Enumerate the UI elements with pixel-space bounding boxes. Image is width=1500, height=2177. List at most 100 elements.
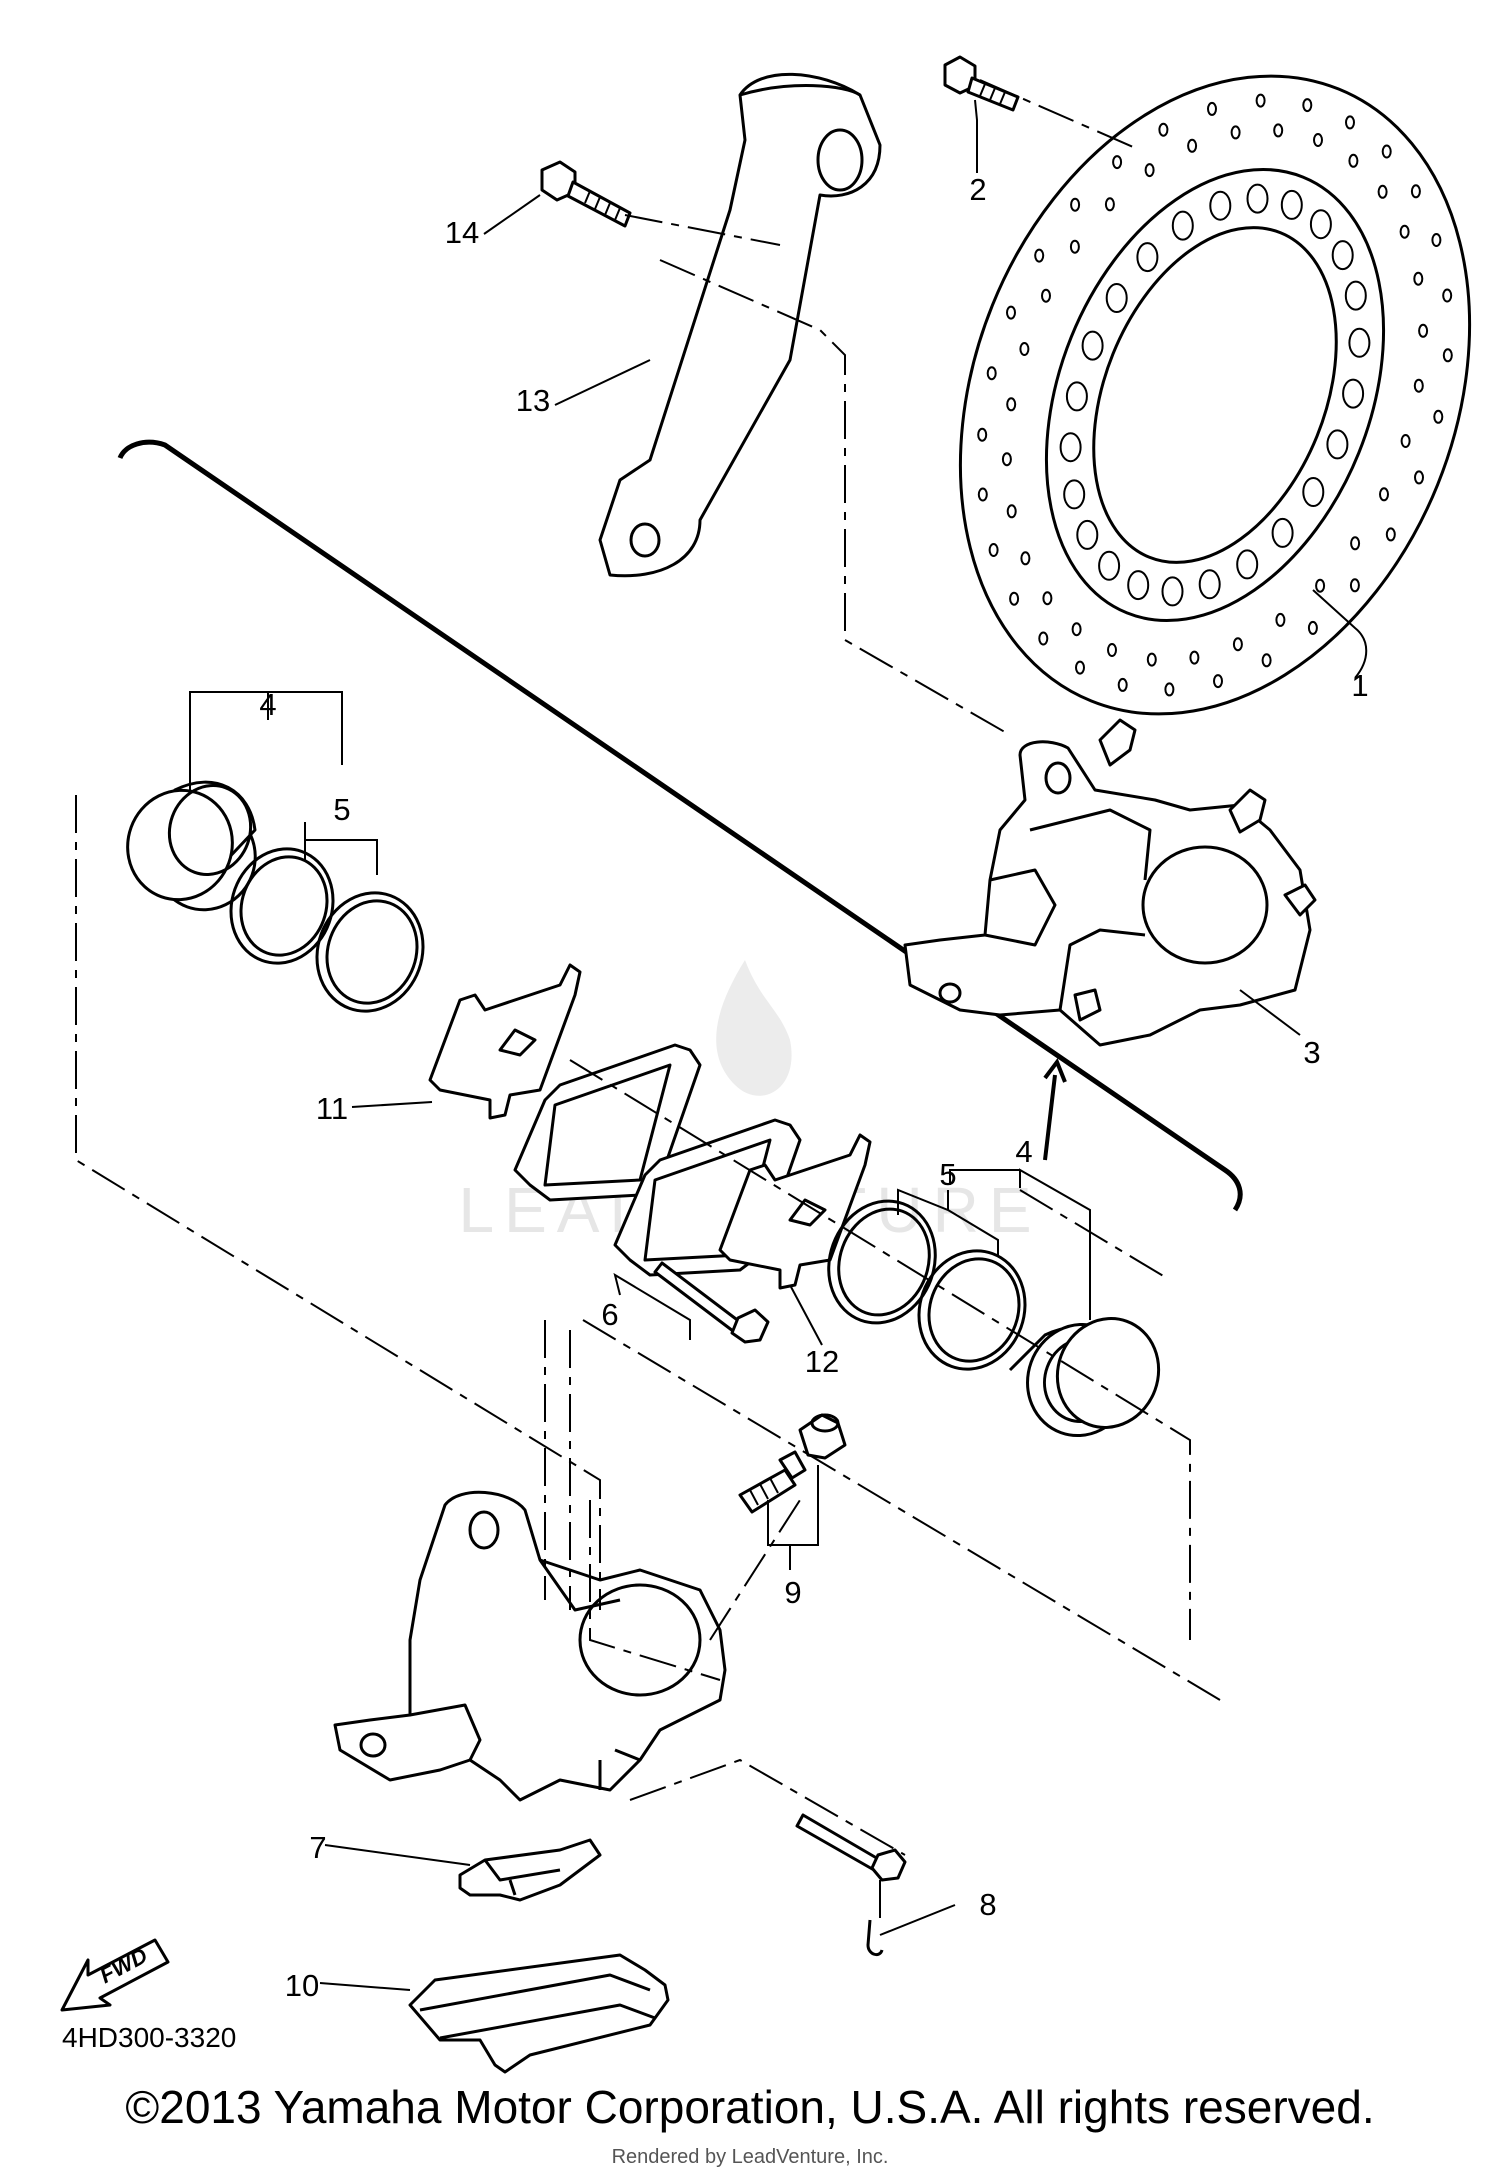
disc-inner-hole	[1344, 280, 1367, 311]
disc-outer-hole	[1275, 612, 1286, 627]
assembly-arrow-icon	[1043, 1057, 1067, 1161]
disc-outer-hole	[1385, 527, 1396, 542]
disc-outer-hole	[1302, 98, 1313, 113]
callout-5-left: 5	[333, 792, 350, 827]
pad-pin-drawing	[653, 1261, 770, 1344]
disc-outer-hole	[1009, 591, 1020, 606]
disc-outer-hole	[1104, 197, 1115, 212]
disc-inner-hole	[1161, 576, 1184, 607]
disc-outer-hole	[1230, 125, 1241, 140]
disc-outer-hole	[988, 543, 999, 557]
piston-left-drawing	[126, 780, 257, 912]
disc-inner-hole	[1348, 327, 1371, 358]
callout-7: 7	[309, 1830, 326, 1865]
disc-outer-hole	[1207, 101, 1217, 116]
torque-arm-drawing	[598, 72, 882, 578]
disc-outer-hole	[1261, 653, 1272, 668]
disc-outer-hole	[1350, 536, 1361, 551]
copyright-notice: ©2013 Yamaha Motor Corporation, U.S.A. A…	[125, 2081, 1375, 2133]
callout-13: 13	[516, 383, 550, 418]
caliper-cover-drawing	[408, 1953, 670, 2074]
disc-inner-hole	[1105, 283, 1128, 313]
disc-outer-hole	[1307, 620, 1318, 635]
callout-8: 8	[979, 1887, 996, 1922]
seal-right-2-drawing	[917, 1249, 1027, 1371]
disc-outer-hole	[1075, 660, 1085, 675]
disc-outer-hole	[1069, 239, 1080, 254]
disc-outer-hole	[1413, 378, 1424, 393]
disc-outer-hole	[1158, 122, 1169, 137]
disc-outer-hole	[1410, 184, 1421, 199]
disc-outer-hole	[977, 427, 988, 442]
disc-inner-hole	[1271, 517, 1294, 548]
callout-14: 14	[445, 215, 479, 250]
disc-outer-hole	[1146, 652, 1157, 667]
assembly-divider-line	[117, 439, 1243, 1212]
disc-inner-hole	[1127, 570, 1150, 601]
disc-inner-hole	[1059, 432, 1082, 463]
disc-outer-hole	[1070, 197, 1081, 212]
disc-inner-hole	[1326, 429, 1349, 460]
disc-outer-hole	[1414, 470, 1424, 485]
disc-outer-hole	[1431, 233, 1442, 247]
leader-lines	[319, 99, 1368, 1991]
disc-outer-hole	[1315, 578, 1326, 593]
disc-outer-hole	[1071, 622, 1082, 637]
caliper-body-drawing	[333, 1490, 727, 1802]
bleed-screw-cap-drawing	[798, 1413, 847, 1460]
callout-labels: 1 2 3 4 4 5 5 6 7 8 9 10 11 12 13 14	[259, 172, 1368, 2003]
callout-2: 2	[969, 172, 986, 207]
disc-inner-hole	[1209, 190, 1232, 221]
disc-outer-hole	[1232, 637, 1243, 652]
disc-outer-hole	[1112, 155, 1123, 170]
callout-9: 9	[784, 1575, 801, 1610]
pad-spring-drawing	[458, 1838, 602, 1902]
dashed-alignment-lines	[75, 79, 1221, 1920]
disc-outer-hole	[1399, 224, 1410, 239]
caliper-assembly-drawing	[903, 718, 1317, 1047]
disc-outer-hole	[1001, 452, 1012, 467]
disc-outer-hole	[1255, 93, 1266, 108]
callout-10: 10	[285, 1968, 319, 2003]
disc-outer-hole	[1418, 323, 1429, 338]
disc-outer-hole	[1189, 650, 1200, 665]
bolt-2-drawing	[943, 55, 1020, 112]
disc-inner-hole	[1081, 330, 1104, 361]
disc-inner-hole	[1198, 569, 1221, 600]
callout-5-right: 5	[939, 1157, 956, 1192]
disc-outer-hole	[1400, 434, 1411, 448]
disc-inner-hole	[1171, 210, 1194, 241]
disc-outer-hole	[1213, 674, 1223, 689]
bracket-lines	[189, 691, 1091, 1570]
disc-outer-hole	[1038, 631, 1049, 646]
disc-outer-hole	[977, 487, 988, 502]
seal-left-2-drawing	[315, 891, 425, 1013]
bolt-14-drawing	[540, 160, 632, 228]
callout-1: 1	[1351, 668, 1368, 703]
disc-outer-hole	[1349, 578, 1360, 593]
callout-11: 11	[316, 1091, 348, 1126]
disc-outer-hole	[1107, 643, 1117, 657]
disc-outer-hole	[1381, 144, 1392, 159]
disc-outer-hole	[1377, 184, 1388, 199]
disc-inner-hole	[1309, 209, 1332, 240]
seal-left-1-drawing	[229, 847, 335, 965]
callout-3: 3	[1303, 1035, 1320, 1070]
disc-inner-hole	[1302, 477, 1325, 507]
disc-outer-hole	[1006, 504, 1017, 519]
rendered-by-notice: Rendered by LeadVenture, Inc.	[611, 2146, 889, 2168]
disc-inner-hole	[1342, 378, 1365, 409]
callout-6: 6	[601, 1297, 618, 1332]
fwd-arrow-icon: FWD	[60, 1938, 170, 2012]
disc-outer-hole	[1034, 248, 1045, 263]
disc-inner-hole	[1063, 479, 1086, 510]
bleed-screw-drawing	[738, 1450, 807, 1514]
disc-inner-hole	[1098, 550, 1121, 581]
disc-inner-hole	[1236, 549, 1259, 580]
disc-outer-hole	[1117, 677, 1128, 692]
disc-outer-hole	[1442, 288, 1453, 303]
disc-outer-hole	[1144, 163, 1155, 178]
disc-outer-hole	[986, 366, 997, 381]
callout-4-left: 4	[259, 687, 276, 722]
